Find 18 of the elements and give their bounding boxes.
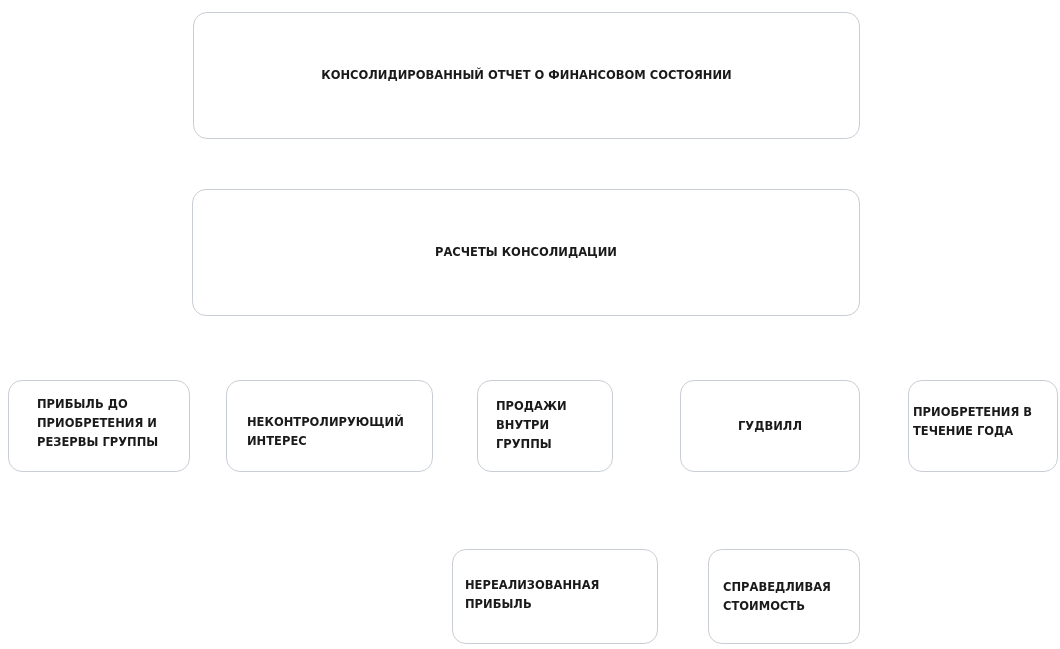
process-box [680,380,860,472]
process-box [477,380,613,472]
box-label: РАСЧЕТЫ КОНСОЛИДАЦИИ [435,244,617,261]
process-box [226,380,433,472]
box-label: ПРИБЫЛЬ ДО ПРИОБРЕТЕНИЯ И РЕЗЕРВЫ ГРУППЫ [37,396,160,451]
process-box [708,549,860,644]
process-box [908,380,1058,472]
process-box [192,189,860,316]
box-label: КОНСОЛИДИРОВАННЫЙ ОТЧЕТ О ФИНАНСОВОМ СОСТОЯНИИ [321,66,732,84]
box-label: ПРОДАЖИ ВНУТРИ ГРУППЫ [496,398,568,453]
box-label: НЕРЕАЛИЗОВАННАЯ ПРИБЫЛЬ [465,577,601,613]
box-label: СПРАВЕДЛИВАЯ СТОИМОСТЬ [723,579,832,615]
process-box [452,549,658,644]
box-label: НЕКОНТРОЛИРУЮЩИЙ ИНТЕРЕС [247,413,405,450]
box-label: ПРИОБРЕТЕНИЯ В ТЕЧЕНИЕ ГОДА [913,404,1034,440]
process-box [8,380,190,472]
box-label: ГУДВИЛЛ [738,417,802,435]
process-box [193,12,860,139]
